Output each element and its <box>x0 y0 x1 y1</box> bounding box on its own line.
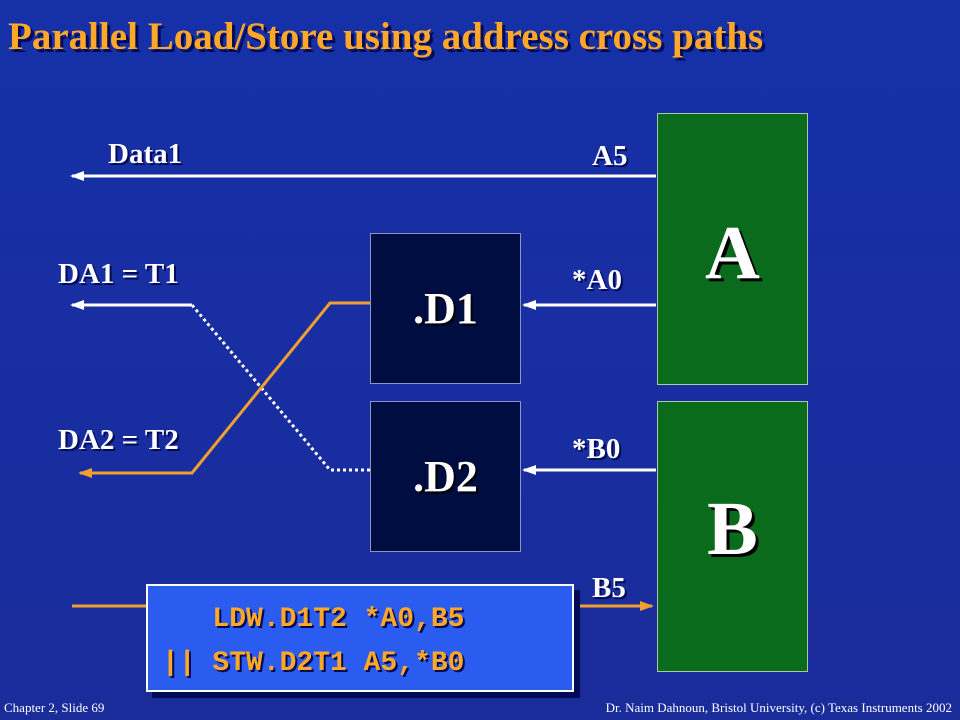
label-b0: *B0 <box>572 433 621 465</box>
footer-slide-number: Chapter 2, Slide 69 <box>4 700 105 715</box>
footer-credit: Dr. Naim Dahnoun, Bristol University, (c… <box>605 700 952 715</box>
code-box: LDW.D1T2 *A0,B5 || STW.D2T1 A5,*B0 <box>146 584 574 692</box>
t2-cross-path <box>78 301 370 478</box>
label-a5: A5 <box>592 140 628 172</box>
slide-title: Parallel Load/Store using address cross … <box>8 15 764 58</box>
register-file-a: A <box>657 113 808 385</box>
label-da2: DA2 = T2 <box>58 424 179 456</box>
t1-cross-path-dotted <box>190 304 370 472</box>
register-file-b: B <box>657 401 808 672</box>
unit-d2: .D2 <box>370 401 521 552</box>
label-a0: *A0 <box>572 264 622 296</box>
code-line-load: LDW.D1T2 *A0,B5 <box>162 604 465 635</box>
label-data1: Data1 <box>108 138 183 170</box>
register-file-a-label: A <box>705 211 760 295</box>
unit-d2-label: .D2 <box>413 452 478 501</box>
code-line-store: || STW.D2T1 A5,*B0 <box>162 648 465 679</box>
label-b5: B5 <box>592 572 626 604</box>
unit-d1-label: .D1 <box>413 284 478 333</box>
unit-d1: .D1 <box>370 233 521 384</box>
register-file-b-label: B <box>707 487 758 571</box>
label-da1: DA1 = T1 <box>58 258 179 290</box>
